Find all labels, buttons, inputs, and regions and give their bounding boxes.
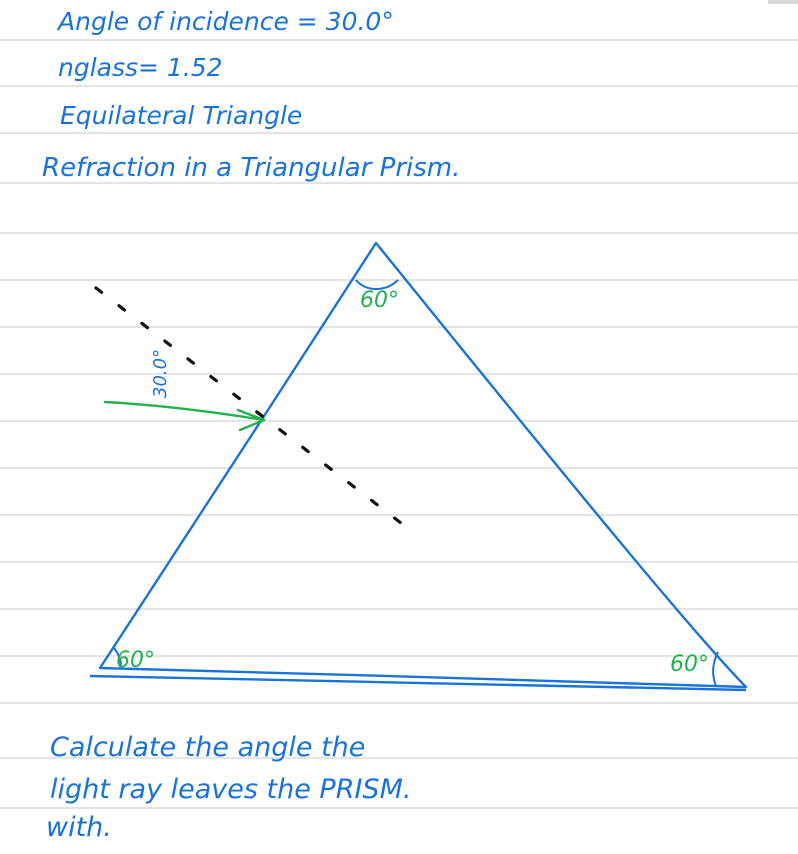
question-line-2: light ray leaves the PRISM. — [50, 774, 411, 805]
normal-dashed-line — [94, 286, 412, 532]
note-glass-index: nglass= 1.52 — [58, 53, 223, 82]
apex-angle-label: 60° — [360, 288, 399, 313]
question-line-3: with. — [46, 812, 112, 843]
incident-ray — [103, 400, 266, 422]
prism-base-line — [89, 674, 747, 692]
ruled-lines — [0, 39, 798, 809]
note-equilateral: Equilateral Triangle — [60, 101, 302, 130]
note-angle-of-incidence: Angle of incidence = 30.0° — [56, 7, 394, 36]
right-angle-arc — [712, 651, 719, 687]
question-line-1: Calculate the angle the — [50, 732, 365, 763]
incident-ray-arrowhead — [236, 408, 266, 432]
prism-triangle — [98, 241, 748, 689]
incidence-angle-label: 30.0° — [150, 349, 171, 398]
left-angle-label: 60° — [116, 648, 155, 673]
page-corner-mark — [768, 0, 798, 4]
apex-angle-arc — [355, 279, 399, 290]
note-title: Refraction in a Triangular Prism. — [42, 153, 460, 183]
left-angle-arc — [113, 647, 122, 669]
right-angle-label: 60° — [670, 652, 709, 677]
